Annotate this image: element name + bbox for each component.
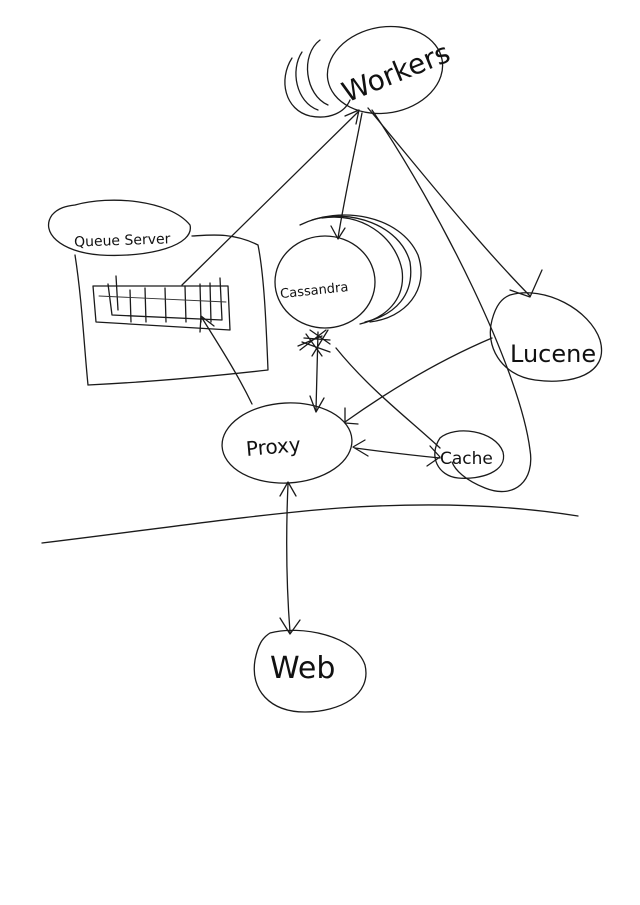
cassandra-label: Cassandra [279,280,349,302]
workers-node: Workers [284,25,455,118]
web-label: Web [270,651,335,686]
edge-queue-to-workers [181,111,359,286]
scribble-mark [297,329,331,357]
edge-proxy-to-queue [201,317,253,405]
edge-workers-to-cache [371,109,532,493]
edge-lucene-to-proxy [344,337,493,423]
edge-cassandra-to-proxy [315,331,319,411]
edge-cassandra-to-cache [335,347,441,449]
queue-server-node: Queue Server [47,199,269,386]
edge-proxy-to-cache [354,447,441,459]
queue-buffer [92,285,231,331]
edge-workers-to-lucene [367,107,531,297]
proxy-label: Proxy [245,432,302,461]
lucene-label: Lucene [510,340,596,368]
web-node: Web [253,629,367,713]
lucene-node: Lucene [489,292,603,382]
network-boundary-line [41,504,579,544]
connections [181,107,543,635]
edge-web-to-proxy [286,483,291,633]
cache-node: Cache [434,430,505,479]
cassandra-node: Cassandra [274,214,422,357]
workers-label: Workers [337,36,454,109]
edge-workers-to-cassandra [337,112,363,239]
cache-label: Cache [440,449,493,469]
queue-server-label: Queue Server [74,231,171,250]
proxy-node: Proxy [221,402,353,484]
